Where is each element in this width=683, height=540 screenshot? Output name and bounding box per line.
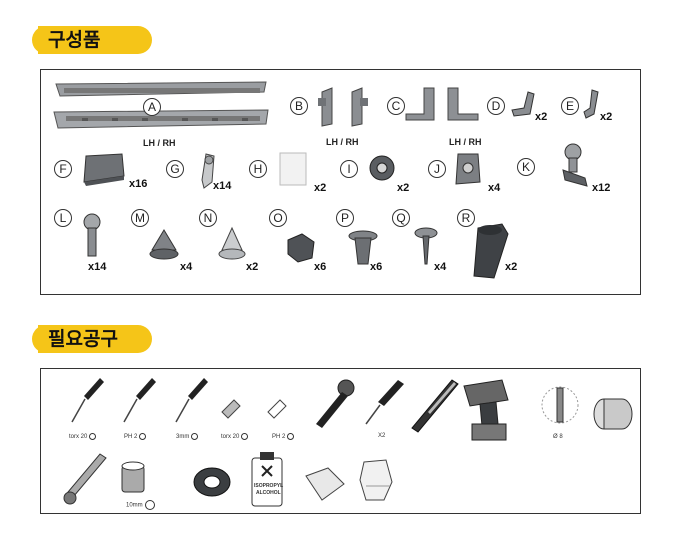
part-d-quantity: x2 — [535, 111, 548, 123]
part-l-letter: L — [54, 209, 72, 227]
part-j-letter: J — [428, 160, 446, 178]
part-f-quantity: x16 — [129, 178, 148, 190]
part-e-image — [583, 89, 599, 119]
torx-screwdriver-icon — [71, 378, 104, 423]
part-h-quantity: x2 — [314, 182, 327, 194]
part-i-letter: I — [340, 160, 358, 178]
flat-screwdriver-icon — [175, 378, 208, 423]
parts-title-text: 구성품 — [48, 29, 101, 51]
socket-icon — [121, 461, 145, 493]
cleaning-cloth-icon — [305, 467, 345, 501]
part-k-image — [562, 143, 588, 187]
part-l-image — [83, 213, 101, 257]
part-r-quantity: x2 — [505, 261, 518, 273]
torx-bit-label: torx 20 — [221, 433, 249, 440]
part-a-letter: A — [143, 98, 161, 116]
tape-roll-icon — [593, 398, 633, 430]
part-g-letter: G — [166, 160, 184, 178]
part-q-letter: Q — [392, 209, 410, 227]
part-m-image — [149, 229, 179, 260]
part-n-letter: N — [199, 209, 217, 227]
part-e-quantity: x2 — [600, 111, 613, 123]
work-gloves-icon — [359, 459, 393, 501]
phillips-screwdriver-label: PH 2 — [124, 433, 147, 440]
part-k-letter: K — [517, 158, 535, 176]
phillips-bit-icon — [267, 399, 287, 419]
trim-removal-tool-icon — [365, 380, 404, 425]
part-a-rails-image — [53, 81, 269, 129]
part-j-image — [455, 153, 481, 185]
part-a-note: LH / RH — [143, 138, 176, 148]
torx-bit-icon — [221, 399, 241, 419]
torque-wrench-icon — [63, 453, 107, 505]
part-e-letter: E — [561, 97, 579, 115]
cordless-drill-icon — [463, 379, 509, 441]
part-r-image — [473, 223, 509, 279]
part-c-note: LH / RH — [449, 137, 482, 147]
part-f-letter: F — [54, 160, 72, 178]
utility-knife-icon — [411, 379, 459, 433]
part-b-note: LH / RH — [326, 137, 359, 147]
part-c-letter: C — [387, 97, 405, 115]
socket-label: 10mm — [126, 500, 155, 510]
part-m-quantity: x4 — [180, 261, 193, 273]
part-n-quantity: x2 — [246, 261, 259, 273]
part-l-quantity: x14 — [88, 261, 107, 273]
insulation-tape-icon — [193, 467, 231, 497]
ratchet-handle-icon — [316, 379, 355, 428]
trim-removal-tool-label: X2 — [378, 433, 386, 439]
part-k-quantity: x12 — [592, 182, 611, 194]
part-g-quantity: x14 — [213, 180, 232, 192]
part-b-letter: B — [290, 97, 308, 115]
part-g-image — [201, 153, 215, 189]
part-p-quantity: x6 — [370, 261, 383, 273]
part-r-letter: R — [457, 209, 475, 227]
part-b-image — [318, 87, 368, 127]
part-j-quantity: x4 — [488, 182, 501, 194]
part-d-letter: D — [487, 97, 505, 115]
part-q-image — [414, 227, 438, 265]
bottle-text-line1: ISOPROPYL — [254, 483, 284, 489]
part-i-quantity: x2 — [397, 182, 410, 194]
phillips-bit-label: PH 2 — [272, 433, 295, 440]
parts-panel — [40, 69, 641, 295]
part-h-image — [279, 152, 307, 186]
part-m-letter: M — [131, 209, 149, 227]
drill-bit-icon — [541, 386, 579, 424]
part-i-image — [369, 155, 395, 181]
part-p-letter: P — [336, 209, 354, 227]
alcohol-bottle-icon — [251, 452, 283, 507]
part-h-letter: H — [249, 160, 267, 178]
torx-screwdriver-label: torx 20 — [69, 433, 97, 440]
tools-title-text: 필요공구 — [48, 328, 118, 350]
part-o-quantity: x6 — [314, 261, 327, 273]
tools-section-title: 필요공구 — [32, 325, 152, 353]
bottle-text-line2: ALCOHOL — [256, 490, 281, 496]
part-o-letter: O — [269, 209, 287, 227]
phillips-screwdriver-icon — [123, 378, 156, 423]
part-q-quantity: x4 — [434, 261, 447, 273]
part-d-image — [511, 91, 535, 117]
part-c-image — [405, 87, 479, 121]
flat-screwdriver-label: 3mm — [176, 433, 199, 440]
parts-section-title: 구성품 — [32, 26, 152, 54]
part-n-image — [218, 226, 246, 260]
drill-bit-label: Ø 8 — [553, 434, 563, 440]
part-p-image — [348, 230, 378, 265]
part-f-image — [83, 153, 125, 186]
part-o-image — [287, 233, 315, 263]
